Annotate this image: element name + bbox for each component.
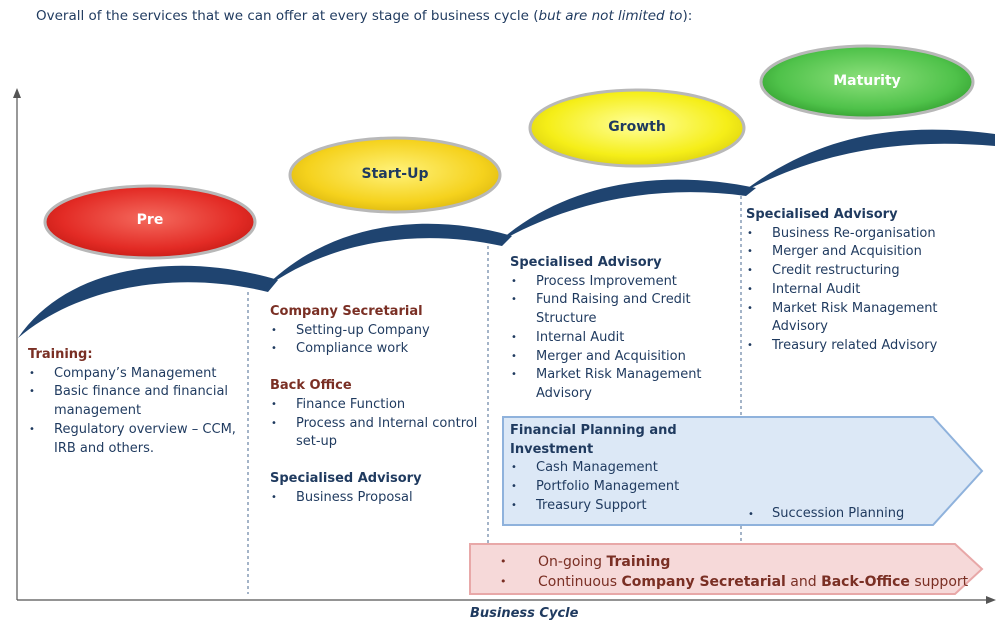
startup-back-office-list: Finance Function Process and Internal co… xyxy=(270,396,482,452)
ongoing-backoffice-bold: Back-Office xyxy=(821,574,910,590)
ongoing-training-item: On-going Training xyxy=(500,552,968,572)
financial-planning-list: Cash Management Portfolio Management Tre… xyxy=(510,459,742,515)
list-item: Process and Internal control set-up xyxy=(270,415,482,452)
list-item: Merger and Acquisition xyxy=(746,243,986,262)
list-item: Fund Raising and Credit Structure xyxy=(510,291,722,328)
curve-segment-startup xyxy=(262,223,512,290)
list-item: Market Risk Management Advisory xyxy=(510,366,722,403)
list-item: Internal Audit xyxy=(746,281,986,300)
growth-list: Process Improvement Fund Raising and Cre… xyxy=(510,273,722,404)
stage-growth-ellipse xyxy=(528,88,746,168)
list-item: Market Risk Management Advisory xyxy=(746,300,986,337)
stage-startup-label: Start-Up xyxy=(361,166,429,182)
maturity-services: Specialised Advisory Business Re-organis… xyxy=(746,206,986,356)
maturity-heading: Specialised Advisory xyxy=(746,207,898,222)
maturity-list: Business Re-organisation Merger and Acqu… xyxy=(746,225,986,356)
ongoing-training-prefix: On-going xyxy=(538,554,607,570)
ongoing-secretarial-item: Continuous Company Secretarial and Back-… xyxy=(500,572,968,592)
succession-planning-label: Succession Planning xyxy=(772,506,905,521)
list-item: Setting-up Company xyxy=(270,322,482,341)
growth-heading: Specialised Advisory xyxy=(510,255,662,270)
list-item: Internal Audit xyxy=(510,329,722,348)
startup-advisory-heading: Specialised Advisory xyxy=(270,470,422,486)
pre-services: Training: Company’s Management Basic fin… xyxy=(28,346,238,458)
list-item: Finance Function xyxy=(270,396,482,415)
bullet: • xyxy=(748,509,754,520)
x-axis-label: Business Cycle xyxy=(470,606,579,621)
intro-text: Overall of the services that we can offe… xyxy=(36,8,692,24)
intro-prefix: Overall of the services that we can offe… xyxy=(36,8,539,24)
curve-segment-growth xyxy=(496,179,756,244)
y-axis-arrowhead xyxy=(13,88,21,98)
ongoing-training-bold: Training xyxy=(606,554,671,570)
list-item: Portfolio Management xyxy=(510,478,742,497)
list-item: Company’s Management xyxy=(28,365,238,384)
ongoing-secretarial-bold: Company Secretarial xyxy=(621,574,786,590)
financial-planning-services: Financial Planning and Investment Cash M… xyxy=(510,422,742,516)
list-item: Compliance work xyxy=(270,340,482,359)
ongoing-support-suffix: support xyxy=(909,574,969,590)
startup-services: Company Secretarial Setting-up Company C… xyxy=(270,303,482,507)
startup-company-secretarial-heading: Company Secretarial xyxy=(270,304,423,319)
stage-growth-label: Growth xyxy=(608,119,666,135)
stage-maturity-label: Maturity xyxy=(833,73,901,89)
spacer xyxy=(270,452,482,470)
ongoing-secretarial-prefix: Continuous xyxy=(538,574,622,590)
pre-heading: Training: xyxy=(28,347,93,362)
startup-advisory-list: Business Proposal xyxy=(270,489,482,508)
intro-suffix: ): xyxy=(682,8,693,24)
growth-services: Specialised Advisory Process Improvement… xyxy=(510,254,722,404)
x-axis-arrowhead xyxy=(986,596,996,604)
succession-planning: • Succession Planning xyxy=(748,506,904,521)
stage-maturity-ellipse xyxy=(759,44,975,120)
ongoing-services-list: On-going Training Continuous Company Sec… xyxy=(500,552,968,592)
list-item: Regulatory overview – CCM, IRB and other… xyxy=(28,421,238,458)
stage-pre-ellipse xyxy=(43,184,257,260)
list-item: Business Re-organisation xyxy=(746,225,986,244)
spacer xyxy=(270,359,482,377)
financial-planning-heading: Financial Planning and Investment xyxy=(510,423,677,457)
curve-segment-pre xyxy=(18,265,278,338)
list-item: Basic finance and financial management xyxy=(28,383,238,420)
list-item: Treasury Support xyxy=(510,497,742,516)
startup-back-office-heading: Back Office xyxy=(270,378,352,394)
list-item: Treasury related Advisory xyxy=(746,337,986,356)
list-item: Cash Management xyxy=(510,459,742,478)
startup-company-secretarial-list: Setting-up Company Compliance work xyxy=(270,322,482,359)
list-item: Merger and Acquisition xyxy=(510,348,722,367)
list-item: Business Proposal xyxy=(270,489,482,508)
list-item: Credit restructuring xyxy=(746,262,986,281)
stage-pre-label: Pre xyxy=(136,212,164,228)
ongoing-and: and xyxy=(785,574,822,590)
curve-segment-maturity xyxy=(740,129,995,194)
stage-startup-ellipse xyxy=(288,136,502,214)
intro-emphasis: but are not limited to xyxy=(538,8,683,24)
pre-list: Company’s Management Basic finance and f… xyxy=(28,365,238,459)
list-item: Process Improvement xyxy=(510,273,722,292)
